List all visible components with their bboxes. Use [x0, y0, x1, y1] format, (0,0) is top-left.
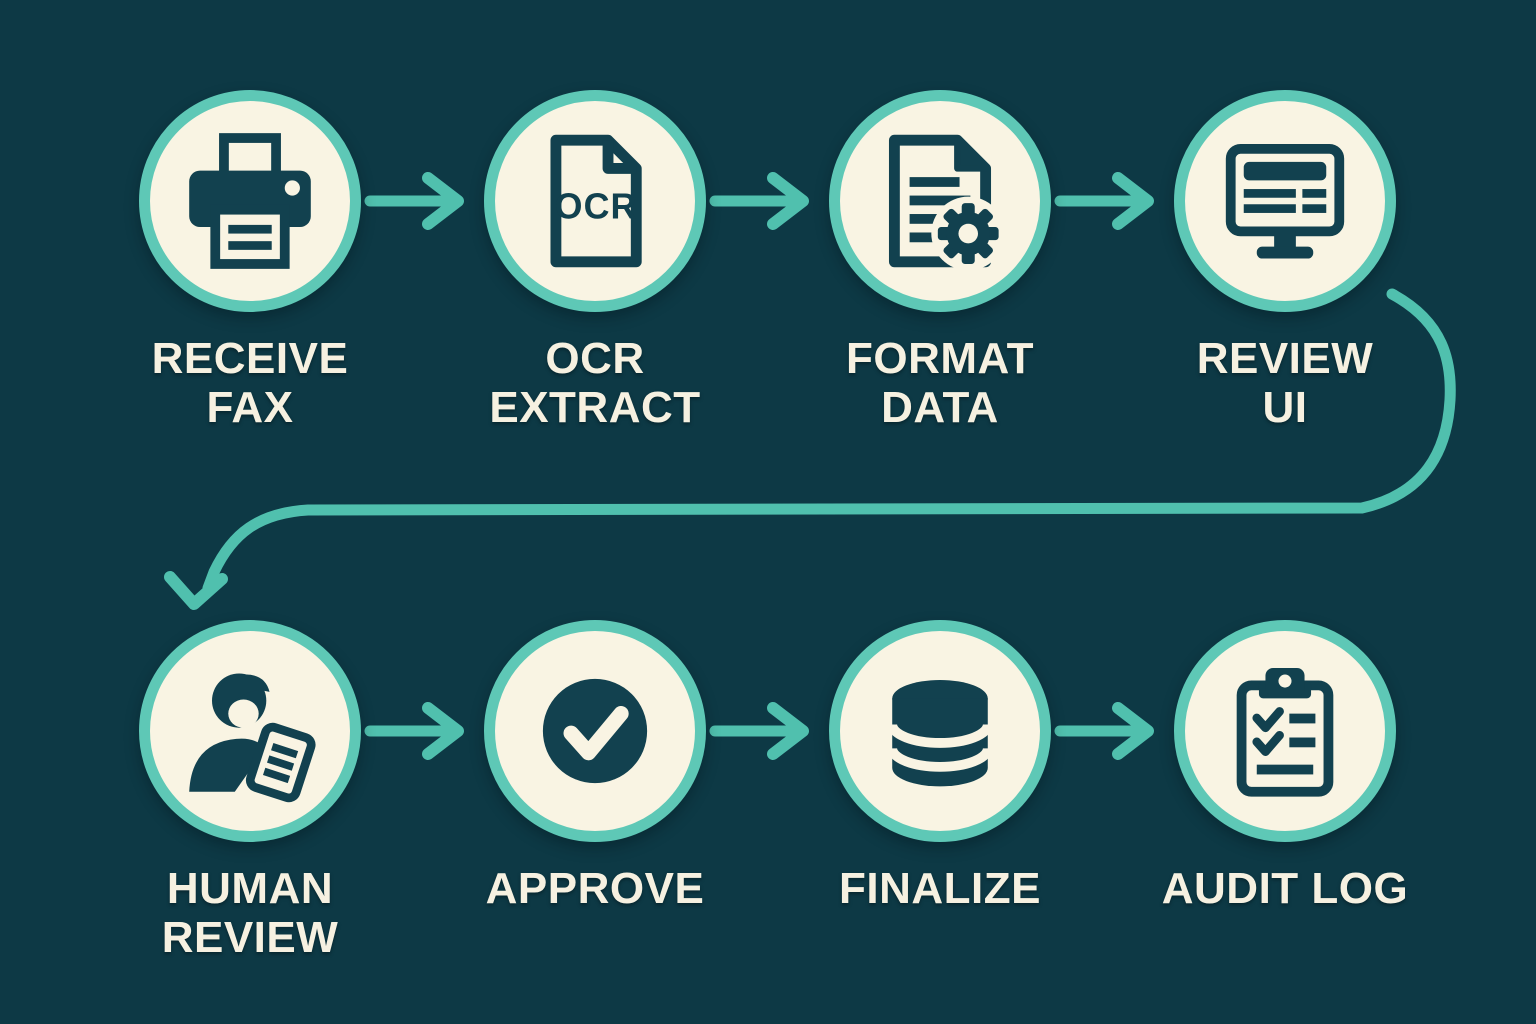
step-label: FORMAT DATA — [846, 334, 1034, 432]
arrow-finalize-to-audit-log — [1054, 702, 1154, 760]
database-icon — [887, 679, 993, 787]
arrow-approve-to-finalize — [709, 702, 809, 760]
step-circle — [829, 90, 1051, 312]
step-circle: OCR — [484, 90, 706, 312]
person-document-icon — [189, 673, 316, 803]
step-label: HUMAN REVIEW — [161, 864, 339, 962]
arrow-receive-fax-to-ocr-extract — [364, 172, 464, 230]
document-gear-icon — [888, 134, 1006, 271]
step-circle — [139, 90, 361, 312]
step-label: APPROVE — [485, 864, 705, 913]
clipboard-checklist-icon — [1236, 668, 1334, 797]
step-label: REVIEW UI — [1196, 334, 1374, 432]
step-label: RECEIVE FAX — [151, 334, 349, 432]
step-label: FINALIZE — [839, 864, 1041, 913]
step-label: OCR EXTRACT — [489, 334, 701, 432]
monitor-icon — [1225, 144, 1345, 259]
step-circle — [1174, 620, 1396, 842]
fax-printer-icon — [189, 133, 311, 269]
check-circle-icon — [542, 678, 648, 784]
step-circle — [829, 620, 1051, 842]
step-circle — [139, 620, 361, 842]
svg-text:OCR: OCR — [555, 186, 638, 226]
ocr-document-icon: OCR — [550, 134, 642, 268]
arrow-human-review-to-approve — [364, 702, 464, 760]
step-label: AUDIT LOG — [1161, 864, 1409, 913]
arrow-format-data-to-review-ui — [1054, 172, 1154, 230]
arrow-ocr-extract-to-format-data — [709, 172, 809, 230]
step-circle — [1174, 90, 1396, 312]
step-circle — [484, 620, 706, 842]
arrow-review-ui-to-human-review — [164, 288, 1456, 610]
